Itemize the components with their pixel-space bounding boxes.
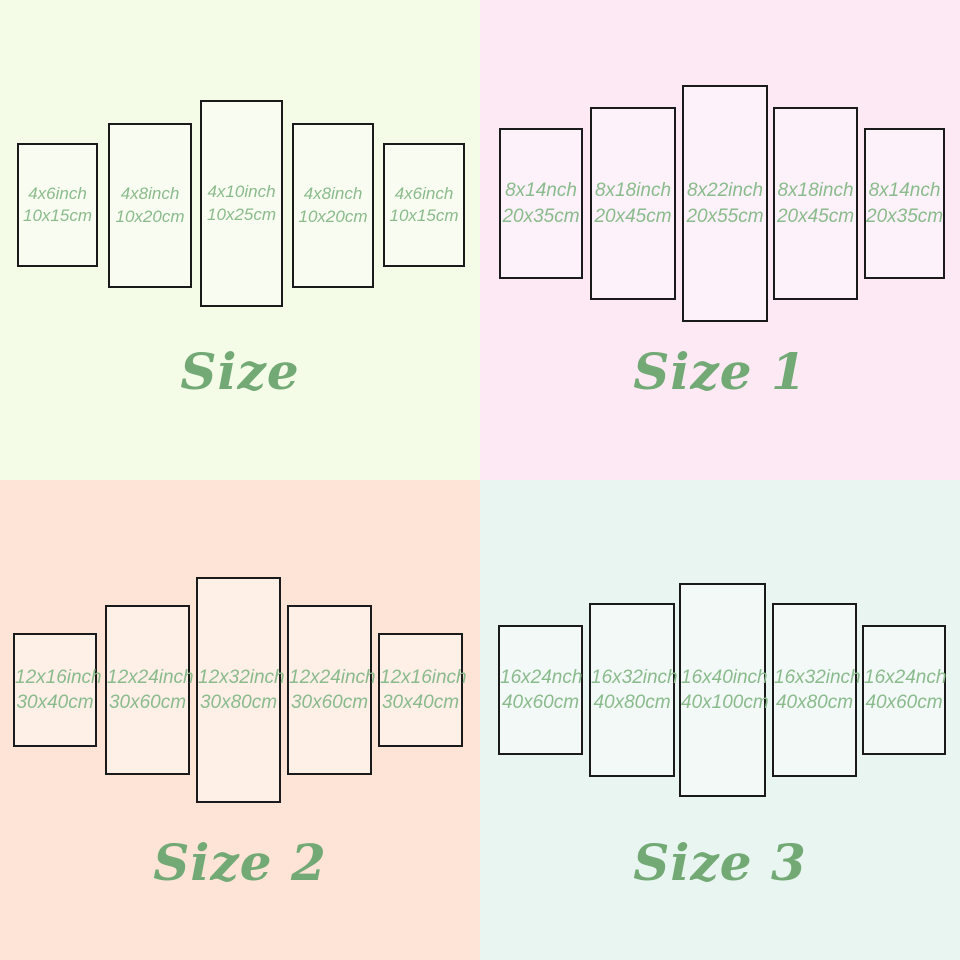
canvas-panel: 4x8inch 10x20cm — [108, 123, 192, 288]
quadrant-size: 4x6inch 10x15cm 4x8inch 10x20cm 4x10inch… — [0, 0, 480, 480]
panel-size-label: 8x18inch 20x45cm — [592, 178, 674, 228]
canvas-panel: 4x6inch 10x15cm — [17, 143, 98, 267]
panel-size-cm: 30x40cm — [16, 692, 94, 713]
panel-size-cm: 20x45cm — [594, 205, 672, 227]
canvas-panel: 16x24nch 40x60cm — [862, 625, 946, 755]
panel-size-cm: 40x80cm — [775, 692, 854, 713]
panel-size-inch: 8x18inch — [594, 180, 672, 202]
panel-size-inch: 8x22inch — [686, 180, 764, 202]
panel-size-cm: 40x100cm — [681, 692, 769, 713]
panel-size-label: 16x32inch 40x80cm — [591, 665, 678, 715]
panel-size-cm: 30x80cm — [199, 692, 278, 713]
canvas-panel: 4x6inch 10x15cm — [383, 143, 465, 267]
size-title: Size — [180, 342, 300, 401]
panel-size-cm: 10x20cm — [115, 206, 185, 226]
quadrant-size-1: 8x14nch 20x35cm 8x18inch 20x45cm 8x22inc… — [480, 0, 960, 480]
panel-size-inch: 8x18inch — [777, 180, 854, 202]
size-title: Size 2 — [153, 833, 327, 892]
panel-size-inch: 12x24inch — [107, 666, 194, 688]
panel-size-inch: 8x14nch — [868, 180, 941, 202]
panel-size-cm: 10x15cm — [23, 206, 92, 225]
panel-size-cm: 20x55cm — [686, 205, 764, 227]
panel-size-inch: 4x6inch — [394, 183, 454, 203]
panel-size-label: 16x40inch 40x100cm — [681, 665, 769, 715]
panel-size-inch: 12x16inch — [380, 666, 467, 688]
panel-size-inch: 16x32inch — [774, 666, 861, 688]
panel-size-inch: 12x32inch — [198, 666, 285, 688]
panel-size-label: 16x24nch 40x60cm — [864, 665, 947, 715]
panel-size-label: 4x8inch 10x20cm — [110, 183, 190, 228]
panel-size-label: 4x6inch 10x15cm — [385, 183, 463, 228]
panel-size-cm: 40x80cm — [593, 692, 671, 713]
panel-size-cm: 30x60cm — [290, 692, 369, 713]
canvas-panel: 16x24nch 40x60cm — [498, 625, 583, 755]
panel-size-cm: 10x15cm — [389, 206, 459, 225]
panel-size-cm: 30x40cm — [381, 692, 460, 713]
canvas-panel: 4x8inch 10x20cm — [292, 123, 374, 288]
canvas-panel: 16x32inch 40x80cm — [589, 603, 678, 777]
panel-size-label: 16x32inch 40x80cm — [774, 665, 861, 715]
canvas-panel: 12x16inch 30x40cm — [378, 633, 467, 747]
canvas-panel: 8x14nch 20x35cm — [864, 128, 945, 279]
panel-size-inch: 16x24nch — [864, 666, 947, 688]
panel-size-cm: 20x35cm — [502, 205, 580, 227]
panel-size-cm: 40x60cm — [865, 692, 943, 713]
panel-size-label: 4x6inch 10x15cm — [19, 183, 96, 228]
panel-size-inch: 16x40inch — [681, 666, 768, 688]
canvas-panel: 12x24inch 30x60cm — [287, 605, 376, 775]
panel-size-cm: 20x35cm — [866, 205, 944, 227]
canvas-panel: 12x24inch 30x60cm — [105, 605, 194, 775]
panel-size-inch: 12x24inch — [289, 666, 376, 688]
panel-size-inch: 8x14nch — [505, 180, 577, 202]
panel-size-label: 12x24inch 30x60cm — [107, 665, 194, 715]
panel-size-label: 4x8inch 10x20cm — [294, 183, 372, 228]
quadrant-size-2: 12x16inch 30x40cm 12x24inch 30x60cm 12x3… — [0, 480, 480, 960]
panel-size-cm: 30x60cm — [108, 692, 187, 713]
panel-size-label: 8x22inch 20x55cm — [684, 178, 766, 228]
panel-size-inch: 4x8inch — [303, 184, 363, 204]
canvas-panel: 16x40inch 40x100cm — [679, 583, 769, 797]
size-title: Size 1 — [633, 342, 807, 401]
canvas-panel: 4x10inch 10x25cm — [200, 100, 283, 307]
panel-size-inch: 4x10inch — [207, 182, 276, 202]
panel-size-label: 12x24inch 30x60cm — [289, 665, 376, 715]
panel-size-label: 4x10inch 10x25cm — [202, 181, 281, 226]
panel-size-label: 12x16inch 30x40cm — [15, 665, 102, 715]
canvas-panel: 16x32inch 40x80cm — [772, 603, 861, 777]
panel-size-cm: 40x60cm — [501, 692, 580, 713]
canvas-panel: 12x32inch 30x80cm — [196, 577, 285, 803]
panel-size-inch: 4x8inch — [120, 184, 180, 204]
panel-size-cm: 10x20cm — [298, 206, 368, 226]
panel-size-label: 8x14nch 20x35cm — [501, 178, 581, 228]
size-title: Size 3 — [633, 833, 807, 892]
panel-size-inch: 16x24nch — [500, 666, 583, 688]
panel-size-label: 16x24nch 40x60cm — [500, 665, 583, 715]
panel-size-inch: 12x16inch — [15, 666, 102, 688]
panel-size-label: 12x16inch 30x40cm — [380, 665, 467, 715]
canvas-panel: 8x14nch 20x35cm — [499, 128, 583, 279]
canvas-panel: 12x16inch 30x40cm — [13, 633, 102, 747]
canvas-panel: 8x18inch 20x45cm — [590, 107, 676, 300]
quadrant-size-3: 16x24nch 40x60cm 16x32inch 40x80cm 16x40… — [480, 480, 960, 960]
panel-size-label: 8x14nch 20x35cm — [866, 178, 943, 228]
panel-size-inch: 16x32inch — [591, 666, 678, 688]
panel-size-label: 12x32inch 30x80cm — [198, 665, 285, 715]
panel-size-cm: 20x45cm — [776, 205, 855, 227]
canvas-panel: 8x18inch 20x45cm — [773, 107, 858, 300]
canvas-panel: 8x22inch 20x55cm — [682, 85, 768, 322]
panel-size-label: 8x18inch 20x45cm — [775, 178, 856, 228]
panel-size-cm: 10x25cm — [207, 204, 276, 224]
panel-size-inch: 4x6inch — [28, 183, 87, 203]
